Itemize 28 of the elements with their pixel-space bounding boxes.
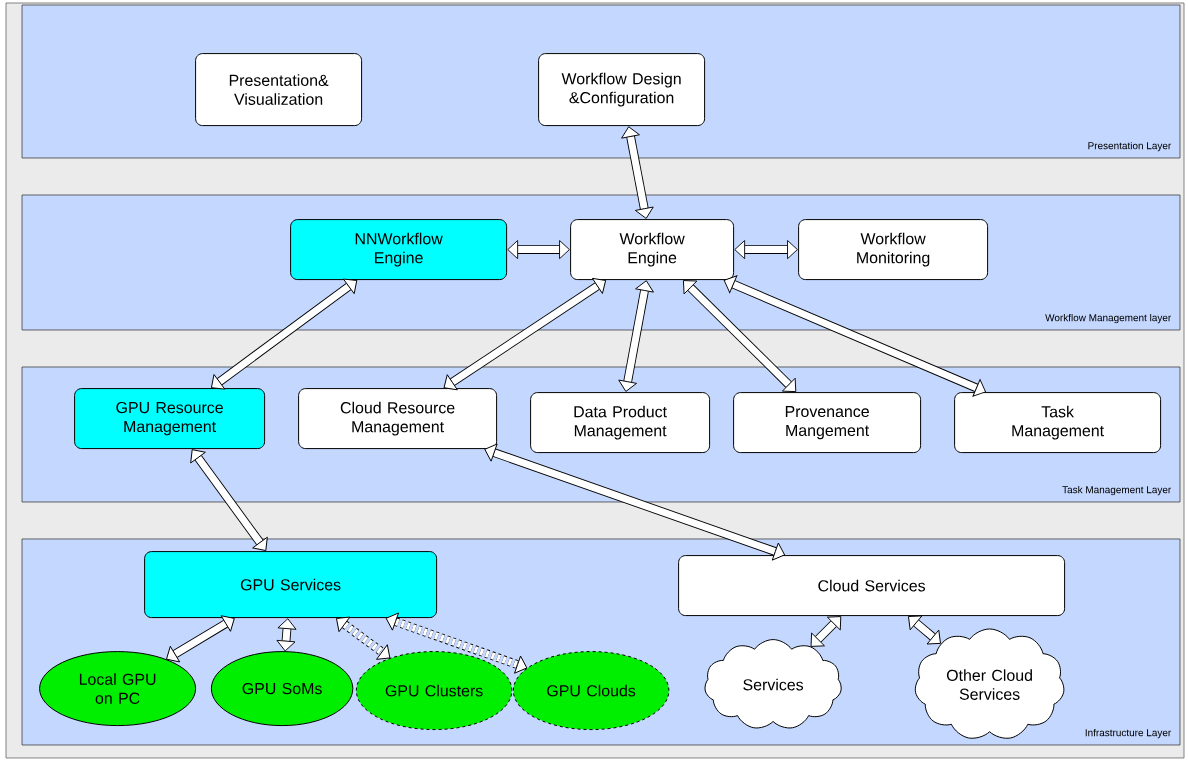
process-box: Workflow Monitoring <box>798 219 989 281</box>
double-arrow <box>484 443 786 561</box>
double-arrow <box>810 616 842 647</box>
double-arrow <box>190 449 268 551</box>
process-box: Workflow Design &Configuration <box>538 53 706 127</box>
process-box: GPU Services <box>144 551 438 619</box>
double-arrow <box>507 240 570 260</box>
double-arrow <box>682 280 797 393</box>
double-arrow <box>734 240 798 260</box>
process-box: Cloud Services <box>678 555 1066 617</box>
double-arrow <box>618 280 654 392</box>
process-box: Provenance Mangement <box>733 392 922 454</box>
process-box: Presentation& Visualization <box>195 53 363 127</box>
double-arrow <box>385 612 528 674</box>
double-arrow <box>336 616 391 660</box>
process-box: Data Product Management <box>530 392 711 454</box>
double-arrow <box>276 618 297 652</box>
double-arrow <box>211 278 358 390</box>
process-box: GPU Resource Management <box>74 388 266 450</box>
double-arrow <box>443 277 607 391</box>
process-box: Cloud Resource Management <box>298 388 498 450</box>
double-arrow <box>908 615 941 645</box>
process-box: Task Management <box>954 392 1162 454</box>
double-arrow <box>723 275 987 397</box>
double-arrow <box>621 126 654 219</box>
process-box: NNWorkflow Engine <box>290 219 508 281</box>
process-box: Workflow Engine <box>570 219 735 281</box>
double-arrow <box>166 615 235 663</box>
